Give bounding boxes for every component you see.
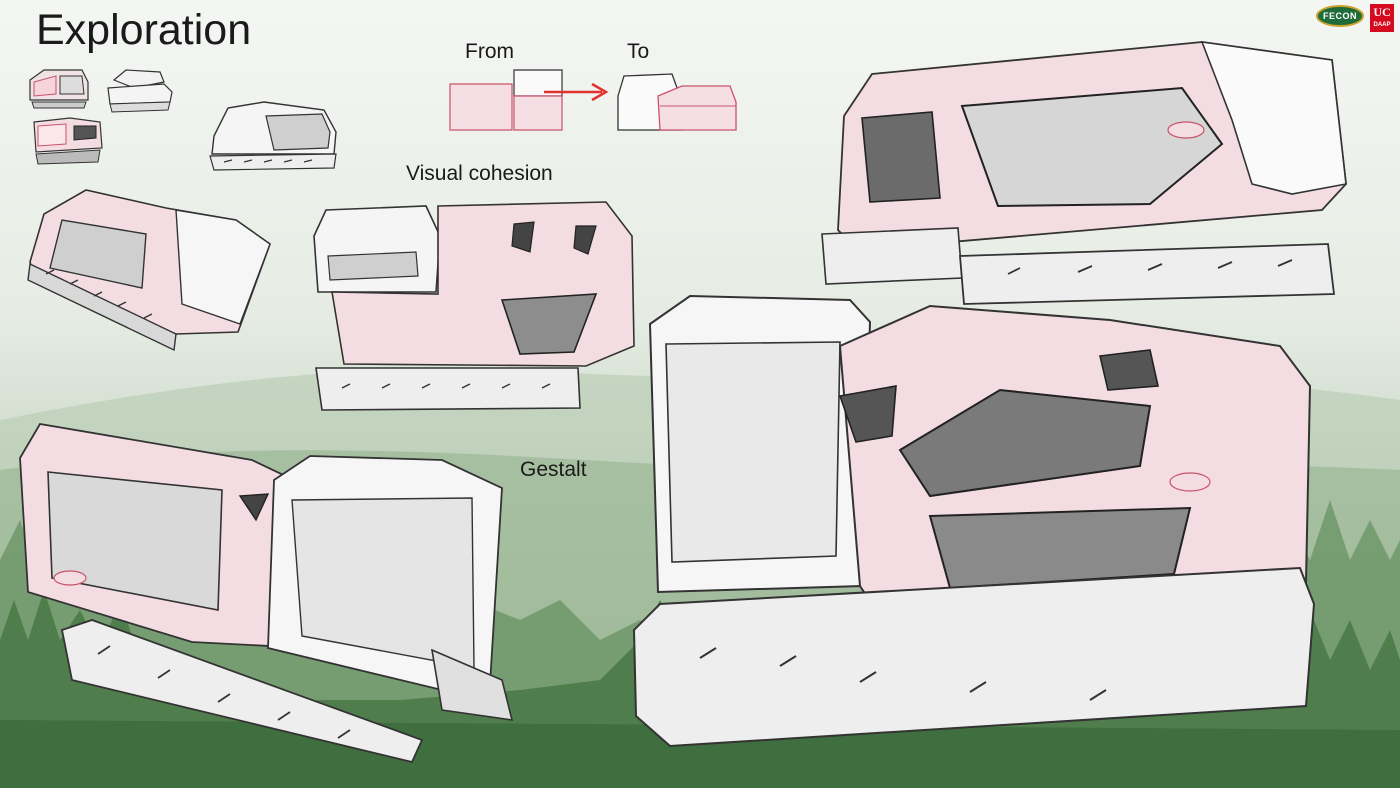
page-title: Exploration (36, 6, 252, 54)
bottom-left-gestalt-sketch (19, 423, 514, 764)
fecon-logo-text: FECON (1323, 11, 1357, 21)
to-label: To (627, 40, 650, 63)
uc-logo-mark: UC (1373, 5, 1391, 19)
top-right-cab-sketch (821, 41, 1347, 305)
thumbnail-sketch-2 (107, 69, 173, 113)
to-sketch (617, 73, 737, 131)
thumbnail-sketch-4 (209, 101, 337, 171)
fecon-logo: FECON (1316, 5, 1364, 27)
visual-cohesion-sketch (313, 201, 635, 411)
uc-daap-logo: UC DAAP (1370, 4, 1394, 32)
gestalt-label: Gestalt (520, 458, 587, 481)
thumbnail-sketch-3 (33, 117, 103, 165)
from-sketch (449, 69, 563, 131)
angled-concept-sketch (27, 189, 271, 352)
daap-logo-text: DAAP (1373, 22, 1391, 28)
arrow-icon (544, 82, 609, 102)
main-excavator-sketch (632, 294, 1316, 748)
visual-cohesion-label: Visual cohesion (406, 162, 553, 185)
from-label: From (465, 40, 514, 63)
thumbnail-sketch-1 (29, 69, 89, 109)
